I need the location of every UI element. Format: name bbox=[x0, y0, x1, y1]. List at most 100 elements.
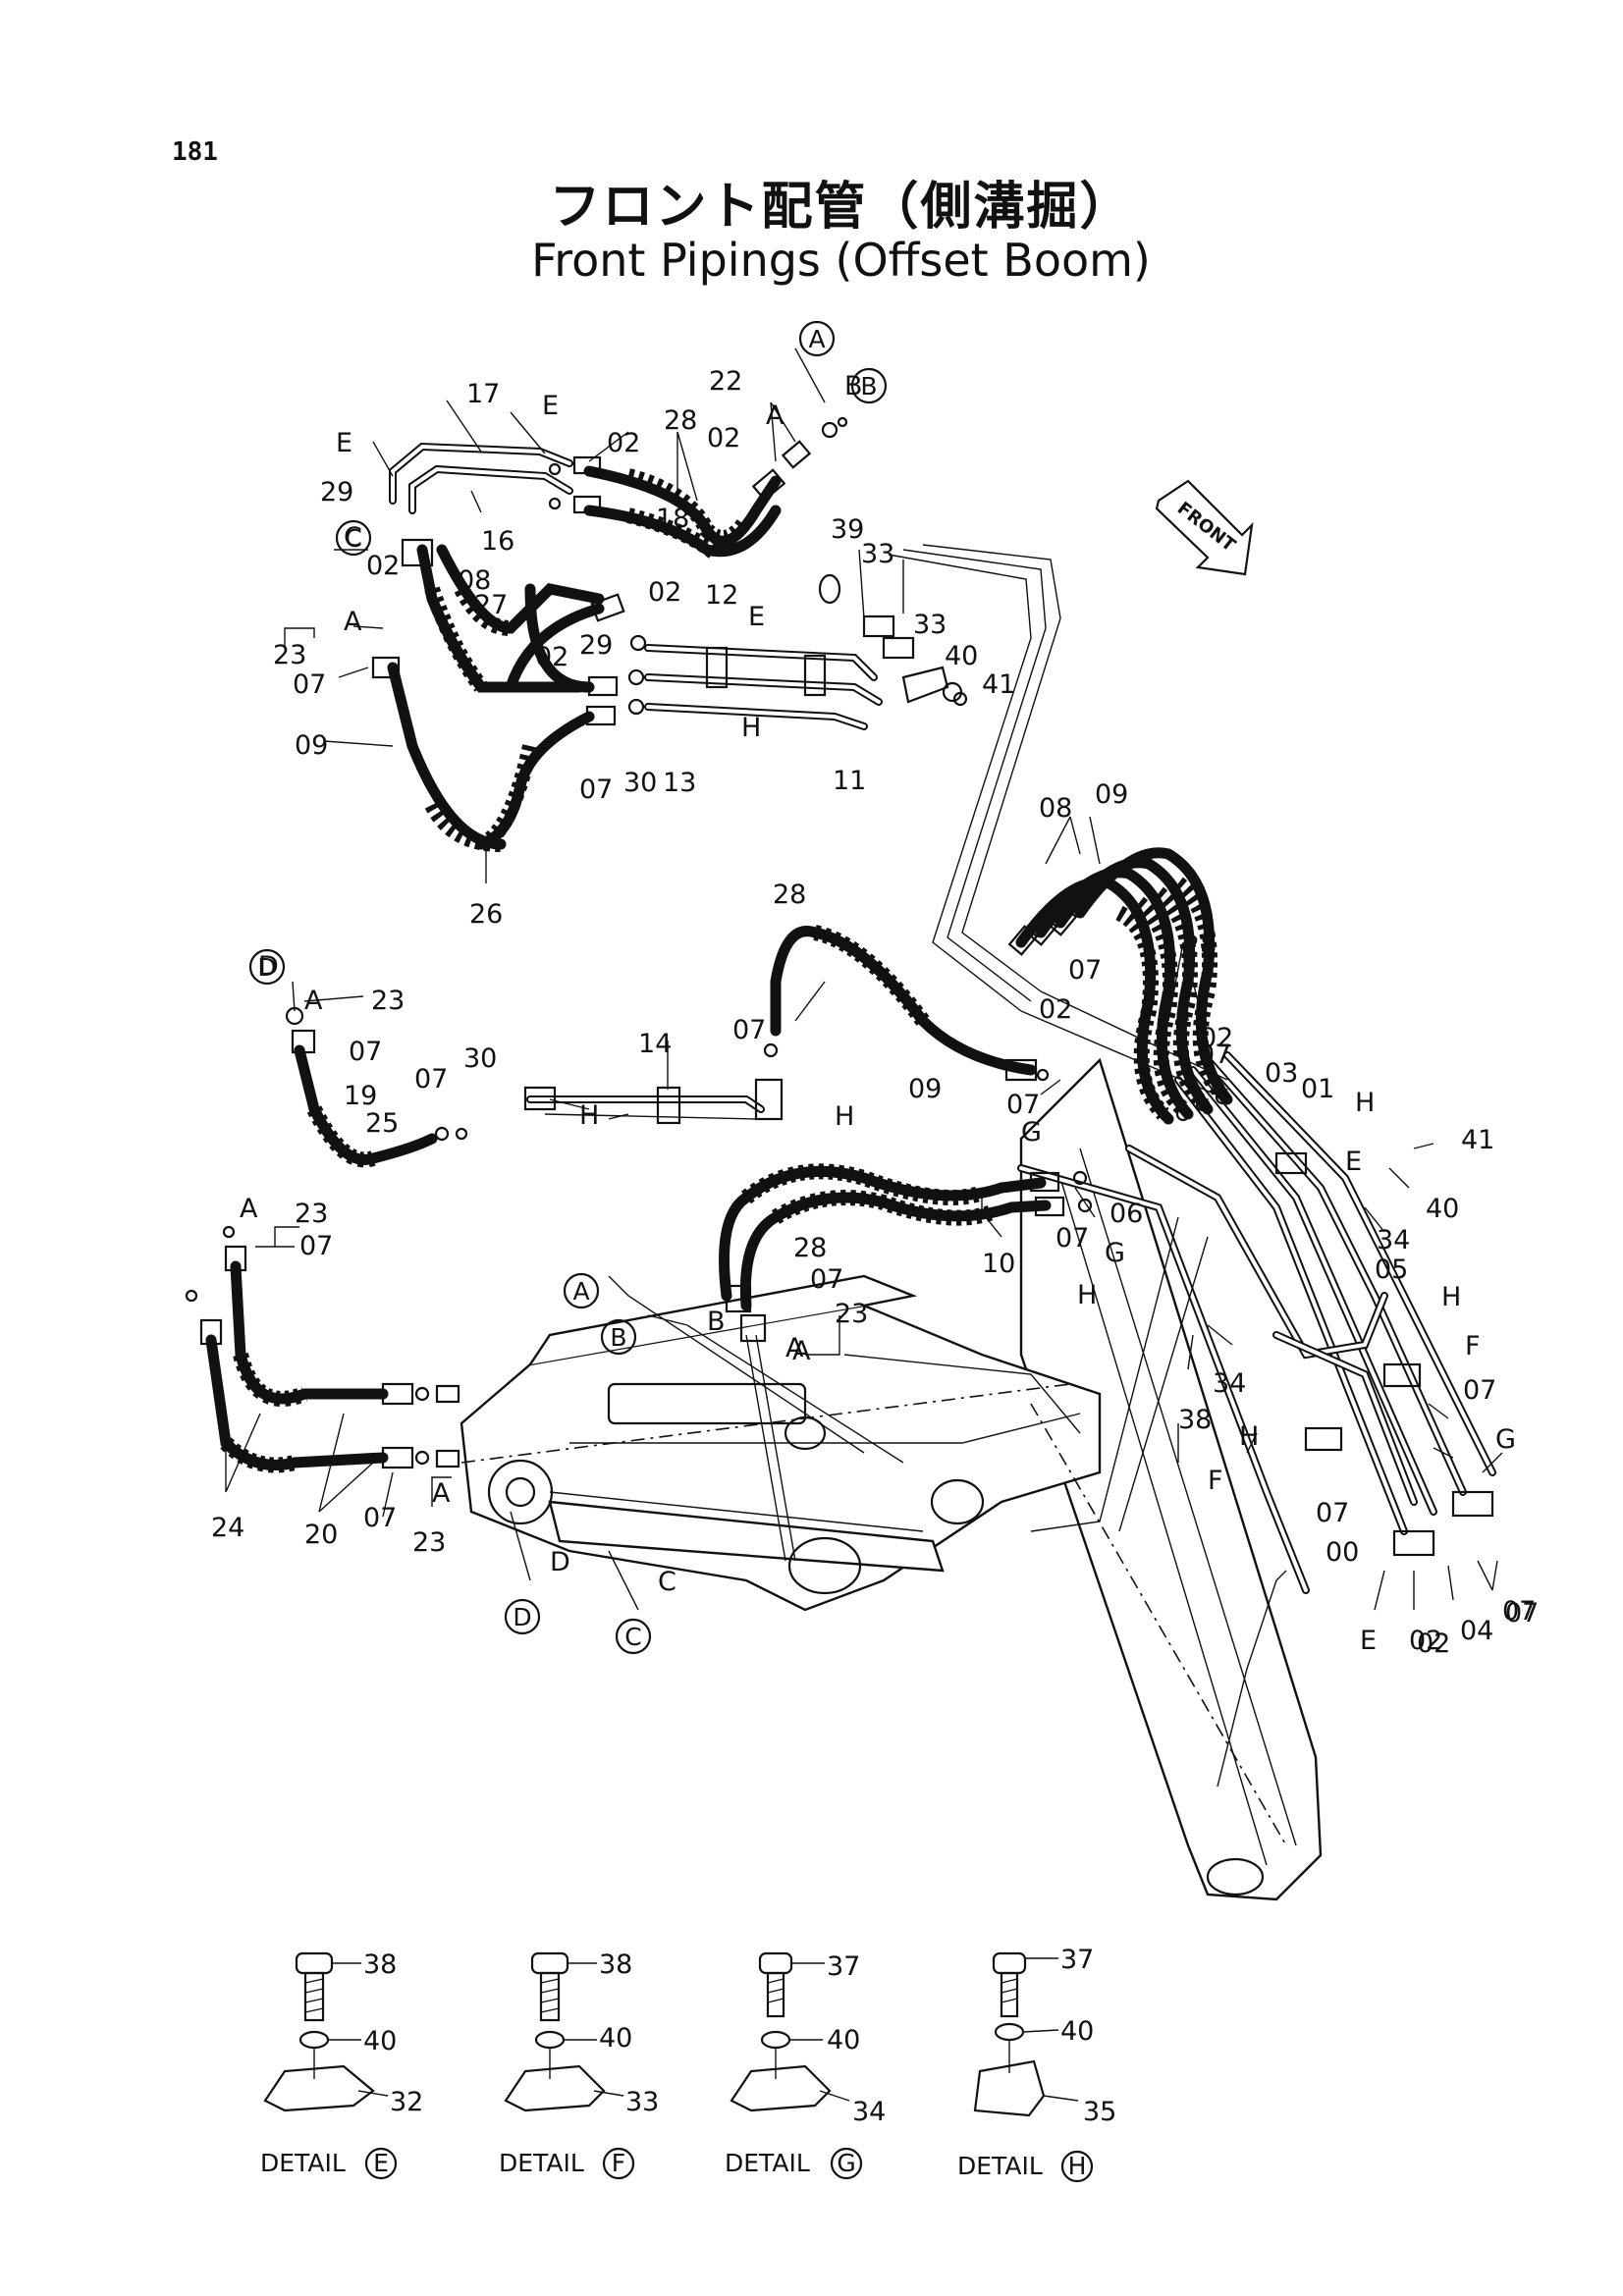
part-label: 09 bbox=[908, 1074, 942, 1104]
part-label: 09 bbox=[1095, 779, 1128, 810]
part-label: 34 bbox=[1213, 1368, 1246, 1399]
part-label: G bbox=[1021, 1117, 1042, 1148]
svg-text:B: B bbox=[610, 1323, 626, 1352]
part-label: A bbox=[432, 1478, 451, 1509]
part-label: 04 bbox=[1460, 1616, 1493, 1646]
part-label: 02 bbox=[1417, 1629, 1450, 1659]
part-label: 20 bbox=[304, 1520, 338, 1550]
part-label: A bbox=[785, 1333, 804, 1363]
part-label: E bbox=[1360, 1626, 1377, 1656]
callout-c-lower: C bbox=[615, 1618, 652, 1655]
part-label: 33 bbox=[913, 610, 947, 640]
part-label: H bbox=[1239, 1421, 1259, 1452]
part-label: 07 bbox=[1502, 1596, 1536, 1627]
part-label: A bbox=[766, 400, 784, 431]
part-label: 39 bbox=[831, 514, 864, 545]
part-label: 19 bbox=[344, 1081, 377, 1111]
detail-f: 38 40 33 DETAIL F bbox=[499, 1949, 659, 2180]
leader-lines bbox=[225, 347, 1503, 1611]
callout-a-lower: A bbox=[563, 1272, 600, 1309]
part-label: 30 bbox=[463, 1043, 497, 1074]
part-label: 13 bbox=[663, 768, 696, 798]
front-arrow: FRONT bbox=[1155, 479, 1254, 576]
part-label: A bbox=[792, 1336, 811, 1366]
mid-upper-hose-group bbox=[371, 538, 968, 852]
part-label: 07 bbox=[414, 1064, 448, 1095]
svg-text:B: B bbox=[860, 372, 877, 400]
boom-body bbox=[460, 1057, 1323, 1901]
detail-e-bolt-number: 38 bbox=[363, 1949, 397, 1980]
callout-a-top: A bbox=[798, 320, 836, 357]
svg-text:D: D bbox=[257, 953, 276, 982]
part-label: 07 bbox=[579, 774, 613, 805]
detail-e-washer-number: 40 bbox=[363, 2026, 397, 2056]
detail-f-bolt-number: 38 bbox=[599, 1949, 632, 1980]
detail-h-drawing bbox=[973, 1951, 1079, 2117]
part-label: H bbox=[741, 713, 761, 743]
part-label: D bbox=[550, 1547, 570, 1577]
part-label: 07 bbox=[1006, 1090, 1040, 1120]
part-label: 00 bbox=[1325, 1537, 1359, 1568]
detail-e-clamp-number: 32 bbox=[390, 2087, 423, 2117]
part-label: 10 bbox=[982, 1249, 1015, 1279]
part-label: 07 bbox=[1463, 1375, 1496, 1406]
part-label: 28 bbox=[773, 880, 806, 910]
detail-g-caption: DETAIL bbox=[725, 2149, 810, 2177]
svg-text:D: D bbox=[513, 1603, 531, 1631]
part-label: E bbox=[1345, 1147, 1362, 1177]
part-label: E bbox=[542, 391, 559, 421]
detail-h-washer-number: 40 bbox=[1060, 2016, 1094, 2047]
boom-pipe-bundle bbox=[1017, 1051, 1496, 1594]
part-label: E bbox=[748, 602, 765, 632]
part-label: 02 bbox=[707, 423, 740, 454]
page-number: 181 bbox=[172, 137, 218, 167]
part-label: G bbox=[1105, 1238, 1125, 1268]
front-arrow-label: FRONT bbox=[1173, 498, 1240, 556]
circled-callouts: A B C D A B D C bbox=[248, 320, 888, 1655]
part-label: 07 bbox=[299, 1231, 333, 1261]
part-label: 07 bbox=[1055, 1223, 1089, 1254]
part-label: H bbox=[579, 1100, 599, 1131]
part-label: 05 bbox=[1375, 1255, 1408, 1285]
detail-h: 37 40 35 DETAIL H bbox=[957, 1945, 1116, 2183]
part-label: H bbox=[1077, 1280, 1097, 1310]
detail-h-letter: H bbox=[1068, 2152, 1087, 2180]
detail-f-caption: DETAIL bbox=[499, 2149, 584, 2177]
part-label: A bbox=[344, 607, 362, 637]
detail-h-caption: DETAIL bbox=[957, 2152, 1043, 2180]
part-label: B bbox=[707, 1307, 726, 1337]
part-label: 40 bbox=[945, 641, 978, 671]
part-label: 26 bbox=[469, 899, 503, 930]
lower-hose-group bbox=[719, 1163, 1093, 1562]
part-label: 23 bbox=[295, 1199, 328, 1229]
title-english: Front Pipings (Offset Boom) bbox=[531, 234, 1151, 287]
detail-g-bolt-number: 37 bbox=[827, 1951, 860, 1982]
part-label: 33 bbox=[861, 539, 894, 569]
part-label: 02 bbox=[1409, 1626, 1442, 1656]
detail-f-clamp-number: 33 bbox=[625, 2087, 659, 2117]
detail-h-clamp-number: 35 bbox=[1083, 2097, 1116, 2127]
detail-f-drawing bbox=[504, 1951, 624, 2112]
detail-g-washer-number: 40 bbox=[827, 2025, 860, 2056]
part-label: C bbox=[658, 1567, 676, 1597]
detail-h-bolt-number: 37 bbox=[1060, 1945, 1094, 1975]
part-label: A bbox=[240, 1194, 258, 1224]
detail-f-washer-number: 40 bbox=[599, 2023, 632, 2054]
detail-e-caption: DETAIL bbox=[260, 2149, 346, 2177]
left-lower-hoses bbox=[185, 1225, 460, 1473]
part-label: 24 bbox=[211, 1513, 244, 1543]
part-label: G bbox=[1495, 1424, 1516, 1455]
part-label: 11 bbox=[833, 766, 866, 796]
part-label: 07 bbox=[732, 1015, 766, 1045]
callout-b-lower: B bbox=[600, 1318, 637, 1356]
callout-d-mid: D bbox=[248, 948, 286, 986]
part-label: 02 bbox=[535, 642, 568, 672]
part-label: 08 bbox=[458, 565, 491, 596]
part-label: A bbox=[304, 986, 323, 1016]
part-label: 29 bbox=[579, 630, 613, 661]
svg-text:A: A bbox=[808, 325, 825, 353]
middle-row-piping bbox=[285, 925, 1050, 1168]
part-label: 07 bbox=[1068, 955, 1102, 986]
part-label: 08 bbox=[1039, 793, 1072, 824]
